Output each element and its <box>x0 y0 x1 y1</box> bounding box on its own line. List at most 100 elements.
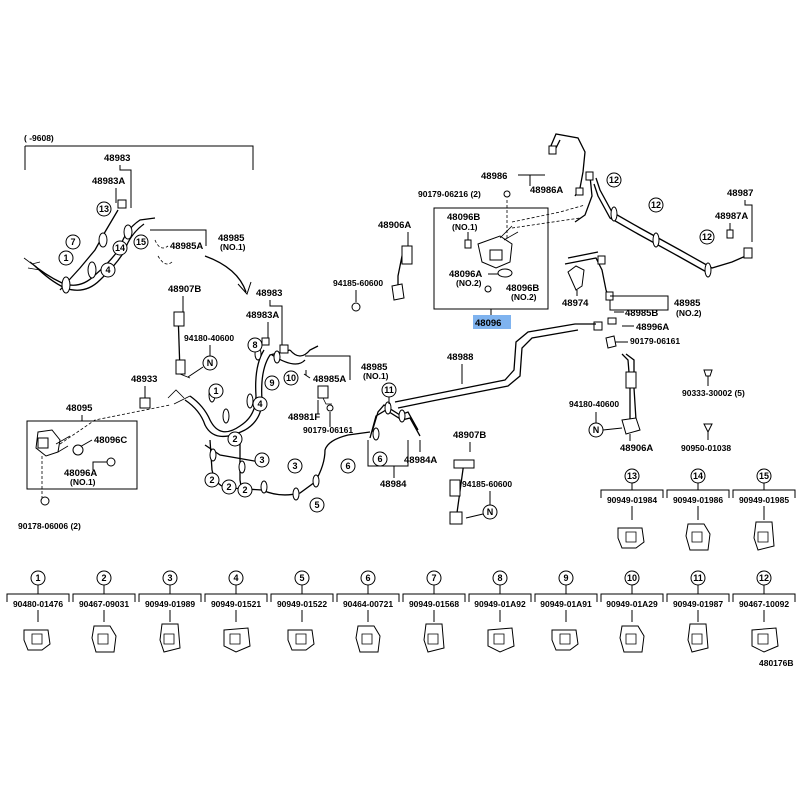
svg-text:6: 6 <box>345 461 350 471</box>
clip-part-number[interactable]: 90464-00721 <box>343 599 393 609</box>
svg-text:14: 14 <box>115 243 125 253</box>
label-48974[interactable]: 48974 <box>562 298 589 309</box>
clip-bracket <box>402 593 466 602</box>
clip-bracket <box>732 489 796 498</box>
label-48096[interactable]: 48096 <box>475 318 501 329</box>
clip-bracket <box>600 489 664 498</box>
label-48981F[interactable]: 48981F <box>288 412 320 423</box>
label-48933[interactable]: 48933 <box>131 374 157 385</box>
label-94185-low[interactable]: 94185-60600 <box>462 479 512 489</box>
label-90178[interactable]: 90178-06006 (2) <box>18 521 81 531</box>
label-48096B-box2[interactable]: 48096B <box>506 283 539 294</box>
label-48983A-mid[interactable]: 48983A <box>246 310 279 321</box>
label-48983-mid[interactable]: 48983 <box>256 288 282 299</box>
clip-part-number[interactable]: 90949-01A92 <box>474 599 526 609</box>
label-90950[interactable]: 90950-01038 <box>681 443 731 453</box>
label-48907B-mid[interactable]: 48907B <box>453 430 486 441</box>
label-48985-right[interactable]: 48985 <box>674 298 701 309</box>
clip-part-number[interactable]: 90949-01987 <box>673 599 723 609</box>
clip-hole <box>493 633 505 645</box>
label-48096C[interactable]: 48096C <box>94 435 127 446</box>
clip-bracket <box>336 593 400 602</box>
label-48987A[interactable]: 48987A <box>715 211 748 222</box>
svg-text:10: 10 <box>286 373 296 383</box>
svg-text:4: 4 <box>105 265 110 275</box>
clip-shape <box>287 629 315 651</box>
clip-cell[interactable]: 5 90949-01522 <box>270 570 334 651</box>
clip-part-number[interactable]: 90949-01521 <box>211 599 261 609</box>
clip-shape <box>223 627 251 653</box>
svg-text:7: 7 <box>70 237 75 247</box>
clip-table-bottom: 190480-01476290467-09031390949-019894909… <box>6 570 796 653</box>
clip-bracket <box>600 593 664 602</box>
clip-part-number[interactable]: 90949-01985 <box>739 495 789 505</box>
label-94180-right[interactable]: 94180-40600 <box>569 399 619 409</box>
label-90333[interactable]: 90333-30002 (5) <box>682 388 745 398</box>
label-48986A[interactable]: 48986A <box>530 185 563 196</box>
clip-shape <box>23 629 51 651</box>
clip-shape <box>159 623 181 653</box>
clip-part-number[interactable]: 90949-01522 <box>277 599 327 609</box>
label-48985B[interactable]: 48985B <box>625 308 658 319</box>
label-48996A[interactable]: 48996A <box>636 322 669 333</box>
label-48983-top[interactable]: 48983 <box>104 153 130 164</box>
clip-part-number[interactable]: 90949-01A91 <box>540 599 592 609</box>
label-48984A[interactable]: 48984A <box>404 455 437 466</box>
clip-part-number[interactable]: 90949-01984 <box>607 495 657 505</box>
clip-part-number[interactable]: 90467-10092 <box>739 599 789 609</box>
label-48986[interactable]: 48986 <box>481 171 507 182</box>
label-48987[interactable]: 48987 <box>727 188 753 199</box>
label-48985-mid[interactable]: 48985 <box>361 362 388 373</box>
clip-part-number[interactable]: 90949-01A29 <box>606 599 658 609</box>
clip-bracket <box>204 593 268 602</box>
clip-part-number[interactable]: 90949-01989 <box>145 599 195 609</box>
clip-part-number[interactable]: 90949-01986 <box>673 495 723 505</box>
label-48907B-left[interactable]: 48907B <box>168 284 201 295</box>
label-94185-mid[interactable]: 94185-60600 <box>333 278 383 288</box>
label-48985A-mid[interactable]: 48985A <box>313 374 346 385</box>
label-48985A-top[interactable]: 48985A <box>170 241 203 252</box>
label-90179-right[interactable]: 90179-06161 <box>630 336 680 346</box>
label-no1-box: (NO.1) <box>452 222 478 232</box>
label-48985-top[interactable]: 48985 <box>218 233 245 244</box>
clip-part-number[interactable]: 90949-01568 <box>409 599 459 609</box>
label-48096A-box[interactable]: 48096A <box>449 269 482 280</box>
label-48095[interactable]: 48095 <box>66 403 93 414</box>
clip-bracket <box>666 489 730 498</box>
label-48984[interactable]: 48984 <box>380 479 407 490</box>
clip-part-number[interactable]: 90467-09031 <box>79 599 129 609</box>
label-48983A-top[interactable]: 48983A <box>92 176 125 187</box>
label-no1-mid: (NO.1) <box>363 371 389 381</box>
label-48906A-mid[interactable]: 48906A <box>378 220 411 231</box>
clip-shape <box>355 625 381 653</box>
label-90179-mid[interactable]: 90179-06161 <box>303 425 353 435</box>
label-90179-top[interactable]: 90179-06216 (2) <box>418 189 481 199</box>
label-48988[interactable]: 48988 <box>447 352 473 363</box>
label-no1-top: (NO.1) <box>220 242 246 252</box>
svg-text:N: N <box>593 425 600 435</box>
clip-shape <box>753 521 775 551</box>
clip-bracket <box>534 593 598 602</box>
label-94180-left[interactable]: 94180-40600 <box>184 333 234 343</box>
label-48906A-right[interactable]: 48906A <box>620 443 653 454</box>
clip-number: 5 <box>299 573 304 583</box>
clip-hole <box>31 633 43 645</box>
label-48096B-box1[interactable]: 48096B <box>447 212 480 223</box>
clip-part-number[interactable]: 90480-01476 <box>13 599 63 609</box>
label-48096A-left[interactable]: 48096A <box>64 468 97 479</box>
